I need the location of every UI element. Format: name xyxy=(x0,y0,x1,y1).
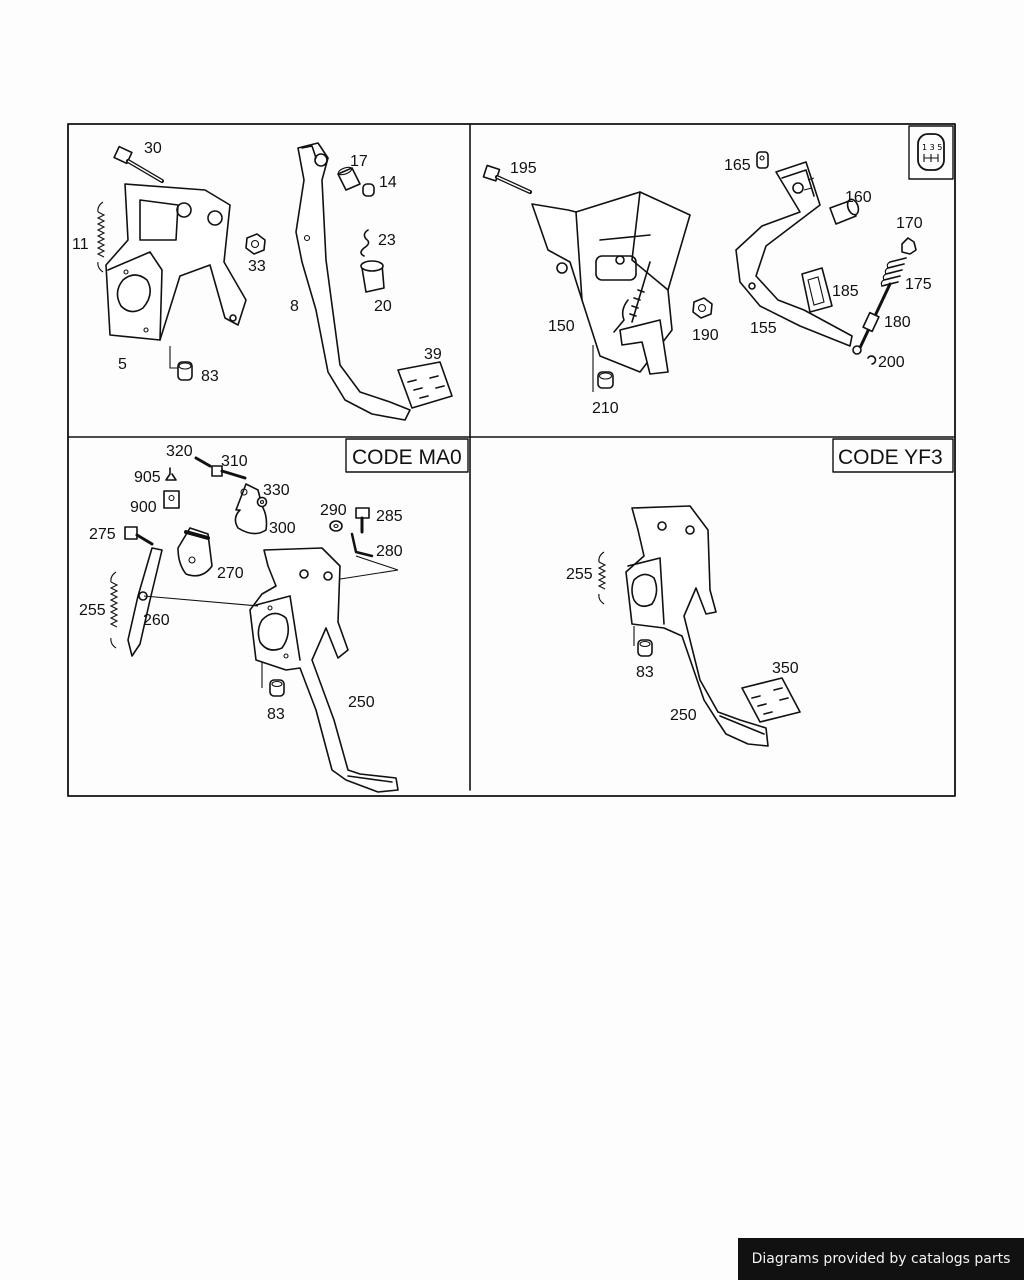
code-yf3-box: CODE YF3 xyxy=(832,438,954,473)
callout-83-b: 83 xyxy=(267,706,285,723)
callout-905: 905 xyxy=(134,469,161,486)
callout-250-b: 250 xyxy=(670,707,697,724)
spring-255-yf3-icon xyxy=(597,551,607,605)
callout-5: 5 xyxy=(118,356,127,373)
clutch-pedal-assembly-250-icon xyxy=(143,547,399,793)
clip-170-icon xyxy=(901,237,917,255)
spring-175-icon xyxy=(880,257,907,287)
roller-20-icon xyxy=(360,260,385,293)
callout-17: 17 xyxy=(350,153,368,170)
panel-code-ma0 xyxy=(109,456,399,793)
nut-190-icon xyxy=(692,297,713,319)
nut-83-yf3-icon xyxy=(633,626,653,657)
callout-285: 285 xyxy=(376,508,403,525)
gearshift-symbol-box: 1 3 5 xyxy=(908,125,954,180)
screw-320-icon xyxy=(194,456,212,468)
callout-11: 11 xyxy=(72,236,89,253)
bolt-30-icon xyxy=(113,145,164,183)
callout-290: 290 xyxy=(320,502,347,519)
sensor-905-icon xyxy=(165,467,177,481)
callout-8: 8 xyxy=(290,298,299,315)
callout-210: 210 xyxy=(592,400,619,417)
callout-165: 165 xyxy=(724,157,751,174)
callout-83-a: 83 xyxy=(201,368,219,385)
switch-300-icon xyxy=(234,483,268,535)
clip-200-icon xyxy=(867,355,877,365)
bolt-275-icon xyxy=(124,526,154,546)
callout-170: 170 xyxy=(896,215,923,232)
callout-280: 280 xyxy=(376,543,403,560)
switch-270-icon xyxy=(177,527,213,577)
pedal-pad-39-icon xyxy=(397,361,453,409)
callout-310: 310 xyxy=(221,453,248,470)
lever-260-icon xyxy=(127,547,163,657)
rod-180-icon xyxy=(852,282,892,355)
pin-160-icon xyxy=(829,198,860,225)
callout-155: 155 xyxy=(750,320,777,337)
clip-23-icon xyxy=(360,229,370,257)
callout-200: 200 xyxy=(878,354,905,371)
callout-300: 300 xyxy=(269,520,296,537)
callout-150: 150 xyxy=(548,318,575,335)
callout-330: 330 xyxy=(263,482,290,499)
callout-20: 20 xyxy=(374,298,392,315)
bolt-195-icon xyxy=(482,164,532,194)
gear-pattern-label: 1 3 5 xyxy=(922,143,942,152)
panel-code-yf3 xyxy=(597,505,801,747)
pad-185-icon xyxy=(801,267,833,313)
bracket-280-icon xyxy=(333,532,399,581)
bolt-310-icon xyxy=(211,465,247,480)
callout-255-b: 255 xyxy=(566,566,593,583)
callout-190: 190 xyxy=(692,327,719,344)
callout-270: 270 xyxy=(217,565,244,582)
nut-210-icon xyxy=(597,371,614,389)
callout-275: 275 xyxy=(89,526,116,543)
callout-180: 180 xyxy=(884,314,911,331)
callout-30: 30 xyxy=(144,140,162,157)
bolt-285-icon xyxy=(355,507,370,534)
washer-330-icon xyxy=(256,496,268,508)
callout-175: 175 xyxy=(905,276,932,293)
washer-290-icon xyxy=(329,520,343,532)
callout-23: 23 xyxy=(378,232,396,249)
callout-350: 350 xyxy=(772,660,799,677)
callout-250-a: 250 xyxy=(348,694,375,711)
footer-credit: Diagrams provided by catalogs parts xyxy=(738,1238,1024,1280)
bushing-14-icon xyxy=(362,183,375,197)
brake-pedal-155-icon xyxy=(735,161,853,347)
code-ma0-box: CODE MA0 xyxy=(345,438,469,473)
callout-39: 39 xyxy=(424,346,442,363)
callout-320: 320 xyxy=(166,443,193,460)
callout-160: 160 xyxy=(845,189,872,206)
panel-brake-pedal-top-right xyxy=(482,151,917,392)
callout-900: 900 xyxy=(130,499,157,516)
callout-195: 195 xyxy=(510,160,537,177)
diagram-frame xyxy=(67,123,956,797)
callout-185: 185 xyxy=(832,283,859,300)
code-ma0-label: CODE MA0 xyxy=(352,446,462,469)
panel-pedal-bracket-top-left xyxy=(96,142,453,421)
spring-255-icon xyxy=(109,571,119,649)
callout-labels: 30 11 33 5 83 17 14 23 8 20 39 195 165 1… xyxy=(72,140,932,724)
nut-83-ma0-icon xyxy=(261,662,285,697)
nut-83-icon xyxy=(169,346,193,381)
clip-165-icon xyxy=(756,151,769,169)
callout-255-a: 255 xyxy=(79,602,106,619)
brake-bracket-150-icon xyxy=(531,191,691,392)
callout-260: 260 xyxy=(143,612,170,629)
clutch-bracket-5-icon xyxy=(105,183,247,341)
clutch-pedal-assembly-250-yf3-icon xyxy=(625,505,769,747)
callout-33: 33 xyxy=(248,258,266,275)
pin-17-icon xyxy=(337,166,361,191)
pedal-pad-350-icon xyxy=(741,677,801,723)
callout-14: 14 xyxy=(379,174,397,191)
nut-33-icon xyxy=(245,233,266,255)
switch-900-icon xyxy=(163,490,180,509)
spring-11-icon xyxy=(96,201,106,273)
callout-83-c: 83 xyxy=(636,664,654,681)
code-yf3-label: CODE YF3 xyxy=(838,446,943,469)
pedal-lever-8-icon xyxy=(295,142,411,421)
